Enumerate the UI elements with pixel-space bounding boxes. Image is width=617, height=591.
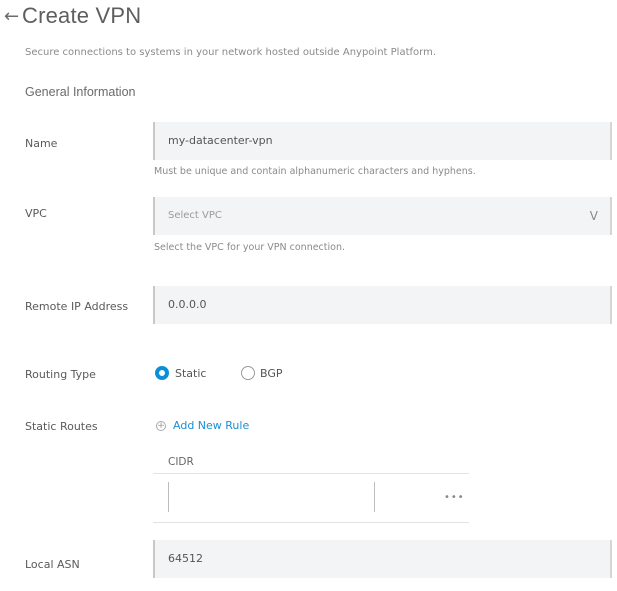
plus-circle-icon: + [156, 420, 166, 431]
radio-static-label: Static [175, 366, 207, 380]
name-label: Name [25, 137, 58, 150]
section-title: General Information [25, 85, 136, 99]
radio-bgp[interactable]: BGP [241, 366, 283, 380]
vpc-help-text: Select the VPC for your VPN connection. [154, 242, 345, 253]
remote-ip-label: Remote IP Address [25, 300, 129, 313]
back-arrow-icon[interactable]: ← [4, 6, 20, 27]
page-title: Create VPN [22, 3, 142, 28]
chevron-down-icon[interactable]: V [589, 209, 598, 223]
table-row-divider [153, 522, 469, 523]
cidr-column-header: CIDR [168, 456, 194, 468]
page-subtitle: Secure connections to systems in your ne… [25, 47, 436, 58]
vpc-select[interactable]: Select VPC V [153, 197, 612, 235]
table-header-divider [153, 473, 469, 474]
radio-bgp-label: BGP [260, 366, 283, 380]
radio-selected-icon[interactable] [155, 366, 169, 380]
static-routes-label: Static Routes [25, 420, 98, 433]
routing-type-label: Routing Type [25, 368, 96, 381]
name-input[interactable]: my-datacenter-vpn [153, 122, 612, 160]
local-asn-label: Local ASN [25, 558, 80, 571]
vpc-select-placeholder: Select VPC [168, 210, 222, 221]
cidr-column-divider [374, 482, 375, 512]
name-help-text: Must be unique and contain alphanumeric … [154, 166, 476, 177]
radio-unselected-icon[interactable] [241, 366, 255, 380]
cidr-input[interactable] [168, 482, 169, 512]
add-new-rule-label[interactable]: Add New Rule [173, 419, 250, 432]
vpc-label: VPC [25, 207, 47, 220]
add-new-rule-button[interactable]: + Add New Rule [156, 419, 249, 432]
radio-static[interactable]: Static [155, 366, 206, 380]
row-menu-icon[interactable]: ••• [444, 492, 465, 503]
local-asn-input[interactable]: 64512 [153, 540, 612, 578]
remote-ip-input[interactable]: 0.0.0.0 [153, 286, 612, 324]
